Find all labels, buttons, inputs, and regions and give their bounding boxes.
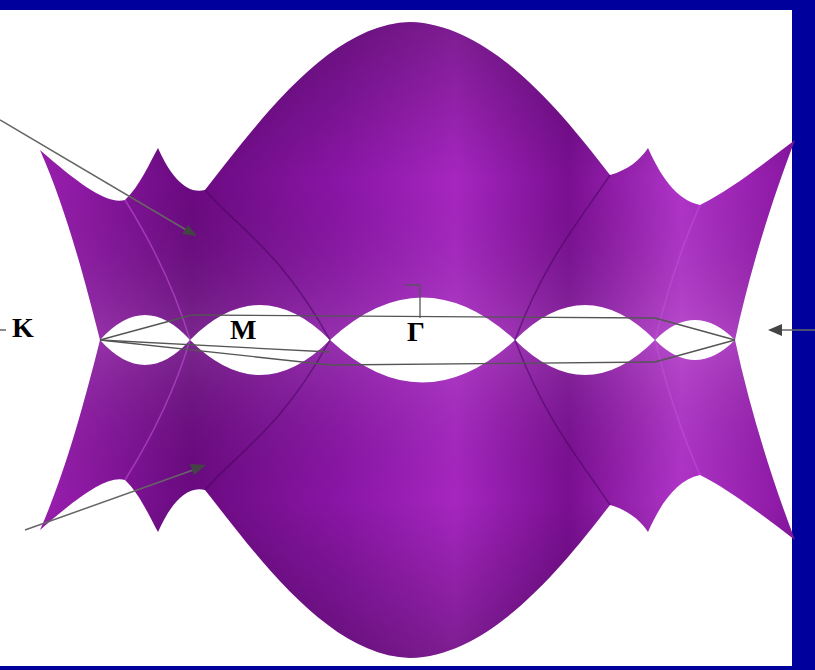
point-label: M <box>228 316 258 344</box>
point-label: Γ <box>405 318 427 346</box>
point-label: K <box>10 314 36 342</box>
